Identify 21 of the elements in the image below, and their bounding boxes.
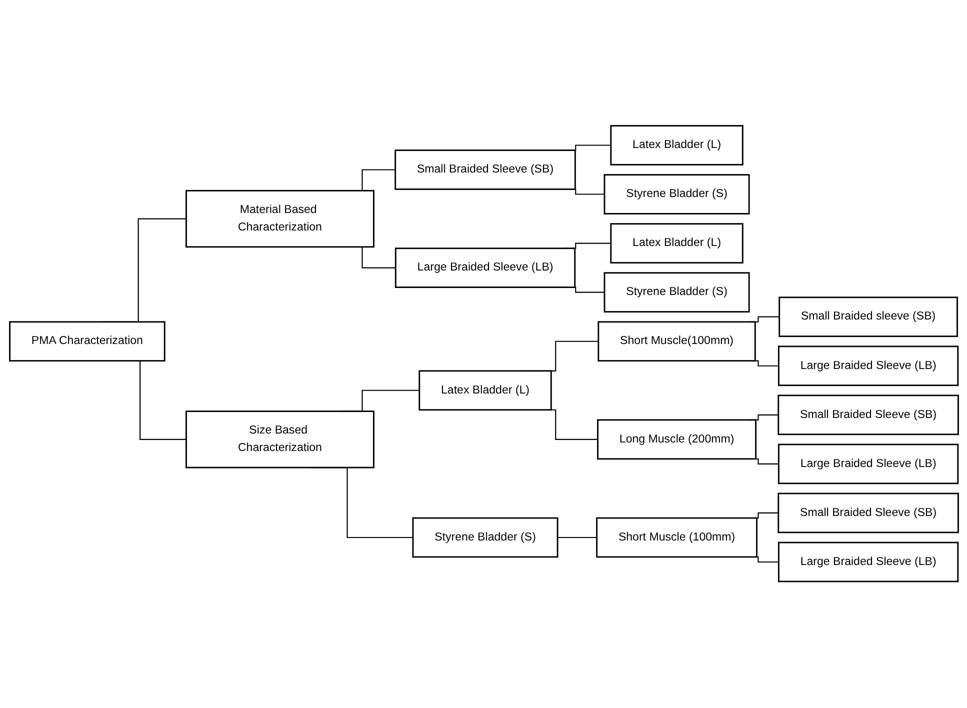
node-box: Material Based Characterization bbox=[185, 190, 374, 248]
node-box: Large Braided Sleeve (LB) bbox=[777, 444, 958, 484]
node-box: PMA Characterization bbox=[8, 322, 165, 362]
node-box: Small Braided Sleeve (SB) bbox=[777, 395, 958, 436]
node-box: Small Braided Sleeve (SB) bbox=[394, 150, 576, 190]
node-box: Styrene Bladder (S) bbox=[603, 174, 750, 215]
node-box: Short Muscle (100mm) bbox=[596, 518, 757, 558]
node-box: Styrene Bladder (S) bbox=[603, 272, 750, 313]
node-box: Latex Bladder (L) bbox=[610, 125, 743, 166]
node-box: Small Braided sleeve (SB) bbox=[778, 297, 958, 338]
node-box: Large Braided Sleeve (LB) bbox=[777, 542, 958, 583]
node-box: Styrene Bladder (S) bbox=[412, 518, 558, 558]
node-box: Latex Bladder (L) bbox=[610, 223, 743, 264]
node-box: Small Braided Sleeve (SB) bbox=[777, 493, 958, 534]
node-box: Size Based Characterization bbox=[185, 410, 374, 469]
connector bbox=[557, 537, 596, 538]
node-box: Latex Bladder (L) bbox=[418, 370, 552, 411]
node-box: Large Braided Sleeve (LB) bbox=[777, 346, 958, 386]
node-box: Large Braided Sleeve (LB) bbox=[394, 248, 576, 288]
node-box: Short Muscle(100mm) bbox=[597, 322, 756, 362]
node-box: Long Muscle (200mm) bbox=[596, 420, 756, 460]
